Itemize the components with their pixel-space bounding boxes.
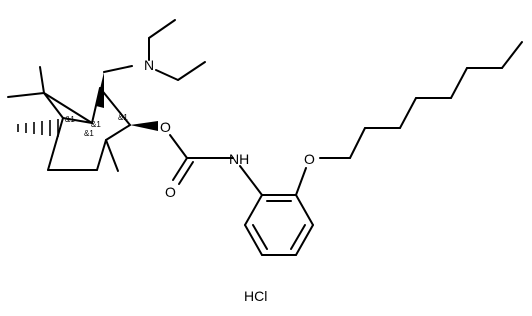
bond-ring-lower-right: [96, 139, 107, 171]
bond-bridgehead-c: [62, 117, 93, 124]
bond-co-double-b: [178, 161, 194, 185]
bond-ring-lower-left: [47, 117, 64, 171]
stereo-label-bridgehead-right: &1: [84, 129, 94, 138]
bond-ch2-n: [103, 65, 133, 73]
bond-ethyl2-ch3: [177, 61, 206, 81]
bond-ethyl1-ch3: [148, 19, 176, 39]
stereo-label-c-alkyl: &1: [91, 120, 101, 129]
benzene-ring: [244, 194, 314, 256]
amide-nh-label: NH: [229, 151, 249, 167]
ester-oxygen-label: O: [160, 119, 171, 135]
bond-c2-c3: [99, 87, 131, 126]
bond-bh-methyl: [105, 139, 119, 172]
bond-o-carbonyl: [169, 134, 188, 159]
bond-methyl-top: [39, 66, 45, 94]
bond-c2-up: [91, 87, 101, 124]
bond-bridge-left: [43, 92, 64, 119]
wedge-ester-o: [130, 121, 158, 131]
ether-oxygen-label: O: [304, 151, 315, 167]
bond-aryl-o: [295, 167, 307, 196]
heptyl-chain: [319, 41, 523, 159]
bond-nh-aryl: [239, 165, 263, 196]
bond-bh-c3: [105, 124, 131, 141]
stereo-label-c-ester: &1: [118, 113, 128, 122]
bond-bridge-right: [43, 92, 93, 124]
bond-n-ethyl2: [155, 69, 179, 81]
bond-methyl-left: [7, 92, 45, 98]
hashed-h-bond: [17, 119, 59, 137]
stereo-label-bridgehead-left: &1: [65, 115, 75, 124]
amine-nitrogen-label: N: [144, 57, 154, 73]
salt-label: HCl: [244, 288, 267, 304]
carbonyl-oxygen-label: O: [165, 184, 176, 200]
bond-co-double-a: [172, 157, 188, 181]
wedge-ch2: [96, 72, 104, 108]
